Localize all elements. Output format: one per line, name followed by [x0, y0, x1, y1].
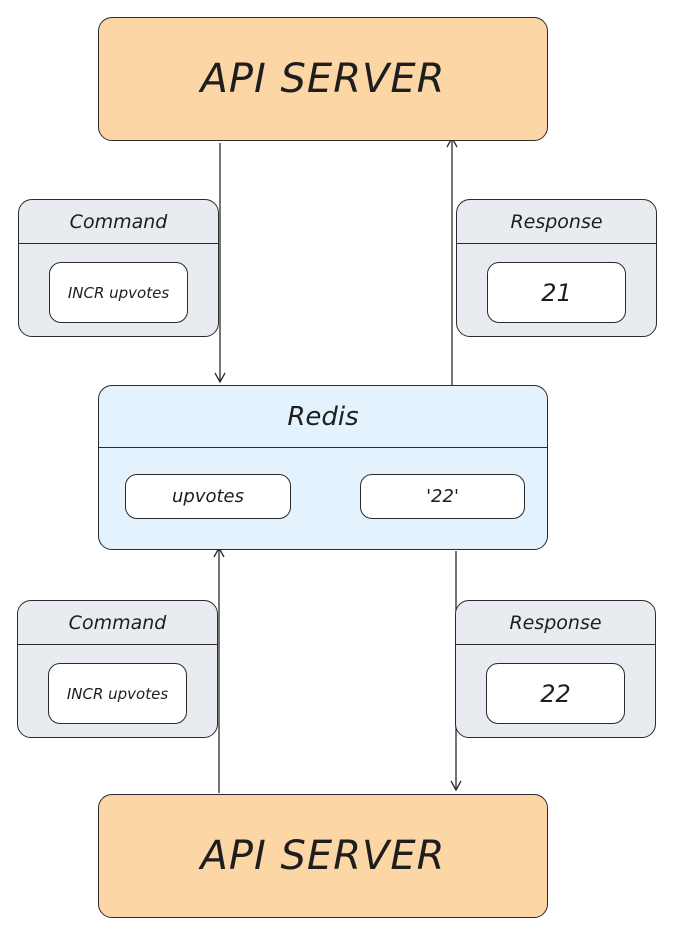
redis-key: upvotes: [125, 474, 291, 519]
api-server-top-label: API SERVER: [200, 56, 446, 102]
command-top-value: INCR upvotes: [49, 262, 188, 323]
command-panel-top: Command INCR upvotes: [18, 199, 219, 337]
redis-value: '22': [360, 474, 525, 519]
response-top-value: 21: [487, 262, 626, 323]
response-panel-top: Response 21: [456, 199, 657, 337]
response-top-text: 21: [541, 278, 572, 307]
response-bottom-value: 22: [486, 663, 625, 724]
api-server-bottom-label: API SERVER: [200, 833, 446, 879]
redis-panel: Redis upvotes '22': [98, 385, 548, 550]
redis-key-text: upvotes: [171, 486, 244, 507]
response-panel-bottom: Response 22: [455, 600, 656, 738]
command-bottom-text: INCR upvotes: [66, 684, 169, 703]
command-panel-bottom-title: Command: [18, 601, 217, 645]
command-panel-top-title: Command: [19, 200, 218, 244]
command-bottom-value: INCR upvotes: [48, 663, 187, 724]
api-server-bottom: API SERVER: [98, 794, 548, 918]
response-bottom-text: 22: [540, 679, 571, 708]
command-top-text: INCR upvotes: [67, 283, 170, 302]
response-panel-bottom-title: Response: [456, 601, 655, 645]
redis-title: Redis: [99, 386, 547, 448]
response-panel-top-title: Response: [457, 200, 656, 244]
command-panel-bottom: Command INCR upvotes: [17, 600, 218, 738]
api-server-top: API SERVER: [98, 17, 548, 141]
redis-value-text: '22': [426, 486, 459, 507]
